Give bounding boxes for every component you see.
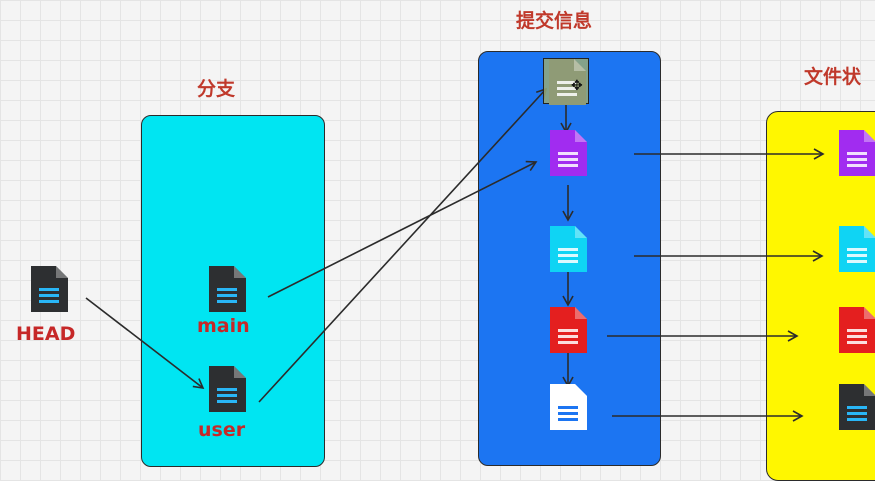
main-branch-label: main bbox=[197, 315, 250, 337]
branches-heading: 分支 bbox=[197, 78, 236, 100]
file-2-document-icon bbox=[836, 224, 875, 274]
file-3-document-icon bbox=[836, 305, 875, 355]
file-4-document-icon bbox=[836, 382, 875, 432]
user-branch-label: user bbox=[198, 419, 246, 441]
commits-heading: 提交信息 bbox=[516, 10, 593, 32]
commit-4-document-icon[interactable] bbox=[547, 305, 589, 355]
move-cursor-icon: ✥ bbox=[571, 78, 583, 94]
file-1-document-icon bbox=[836, 128, 875, 178]
commit-1-document-icon[interactable] bbox=[546, 57, 588, 107]
commit-2-document-icon[interactable] bbox=[547, 128, 589, 178]
main-branch-document-icon bbox=[206, 264, 248, 314]
head-label: HEAD bbox=[16, 323, 76, 345]
files-heading: 文件状 bbox=[804, 66, 862, 88]
commit-5-document-icon[interactable] bbox=[547, 382, 589, 432]
head-document-icon bbox=[28, 264, 70, 314]
commit-3-document-icon[interactable] bbox=[547, 224, 589, 274]
arrows-layer bbox=[85, 87, 825, 422]
user-branch-document-icon bbox=[206, 364, 248, 414]
